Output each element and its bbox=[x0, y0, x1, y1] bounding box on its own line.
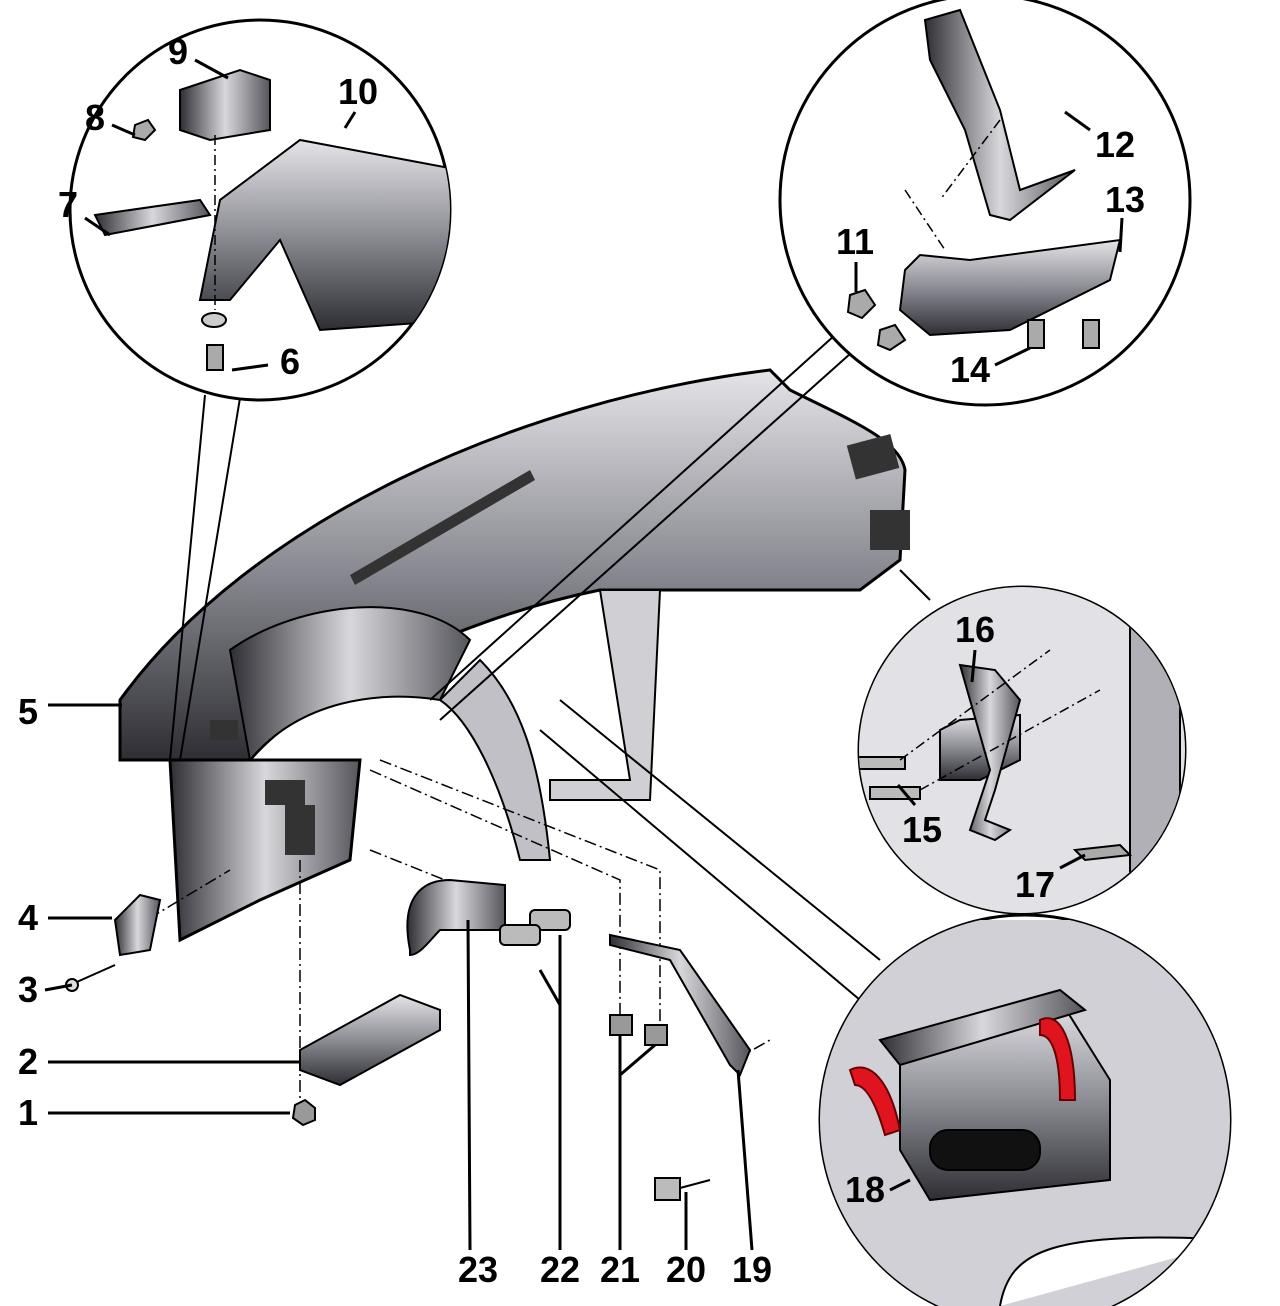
callout-5: 5 bbox=[17, 691, 39, 732]
callout-13: 13 bbox=[1104, 179, 1146, 220]
loose-parts bbox=[65, 878, 752, 1201]
dashboard-panel bbox=[118, 368, 910, 943]
callout-19: 19 bbox=[731, 1249, 773, 1290]
callout-6: 6 bbox=[279, 341, 301, 382]
callout-23: 23 bbox=[457, 1249, 499, 1290]
callout-8: 8 bbox=[84, 97, 106, 138]
callout-4: 4 bbox=[17, 897, 39, 938]
detail-circle-bottom-right bbox=[818, 913, 1232, 1306]
callout-1: 1 bbox=[17, 1092, 39, 1133]
callout-16: 16 bbox=[954, 609, 996, 650]
detail-circle-top-right bbox=[778, 0, 1192, 407]
callout-3: 3 bbox=[17, 969, 39, 1010]
callout-17: 17 bbox=[1014, 864, 1056, 905]
callout-15: 15 bbox=[901, 809, 943, 850]
callout-7: 7 bbox=[57, 184, 79, 225]
callout-20: 20 bbox=[665, 1249, 707, 1290]
callout-22: 22 bbox=[539, 1249, 581, 1290]
callout-14: 14 bbox=[949, 349, 991, 390]
callout-2: 2 bbox=[17, 1041, 39, 1082]
callout-10: 10 bbox=[337, 71, 379, 112]
detail-circle-top-left bbox=[68, 18, 452, 402]
callout-12: 12 bbox=[1094, 124, 1136, 165]
callout-21: 21 bbox=[599, 1249, 641, 1290]
callout-9: 9 bbox=[167, 31, 189, 72]
callout-11: 11 bbox=[835, 221, 875, 262]
callout-leaders bbox=[44, 58, 1124, 1251]
leader-lines bbox=[169, 334, 931, 1001]
callout-18: 18 bbox=[844, 1169, 886, 1210]
detail-circle-right bbox=[857, 585, 1187, 915]
